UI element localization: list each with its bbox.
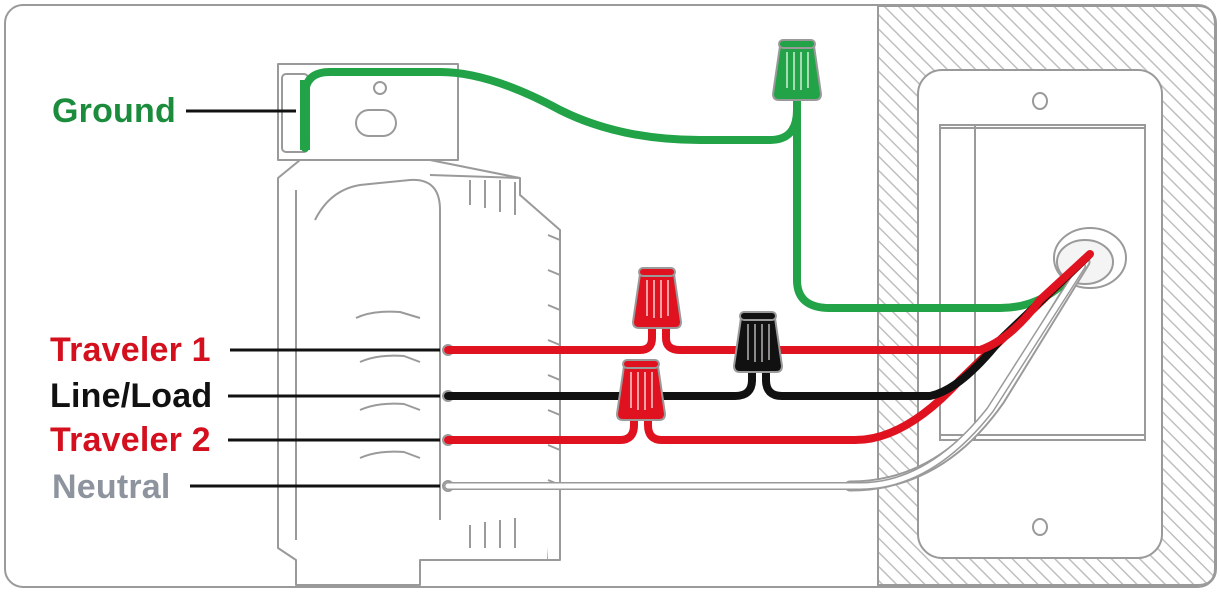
neutral-wire [444, 262, 1086, 490]
wire-nut-traveler-1 [631, 267, 683, 329]
electrical-box [917, 69, 1163, 559]
wire-nut-ground [771, 39, 823, 101]
wire-nut-line-load [732, 311, 784, 373]
traveler-2-wire [444, 254, 1090, 444]
smart-switch-body [277, 63, 561, 586]
label-line-load: Line/Load [50, 377, 213, 415]
wire-nut-traveler-2 [615, 359, 667, 421]
label-traveler-1: Traveler 1 [50, 331, 211, 369]
line-load-wire [444, 252, 1092, 400]
label-traveler-2: Traveler 2 [50, 421, 211, 459]
leader-lines [186, 109, 440, 488]
ground-screw [300, 80, 310, 151]
traveler-1-wire [444, 250, 1094, 354]
label-neutral: Neutral [52, 468, 171, 506]
label-ground: Ground [52, 92, 176, 130]
